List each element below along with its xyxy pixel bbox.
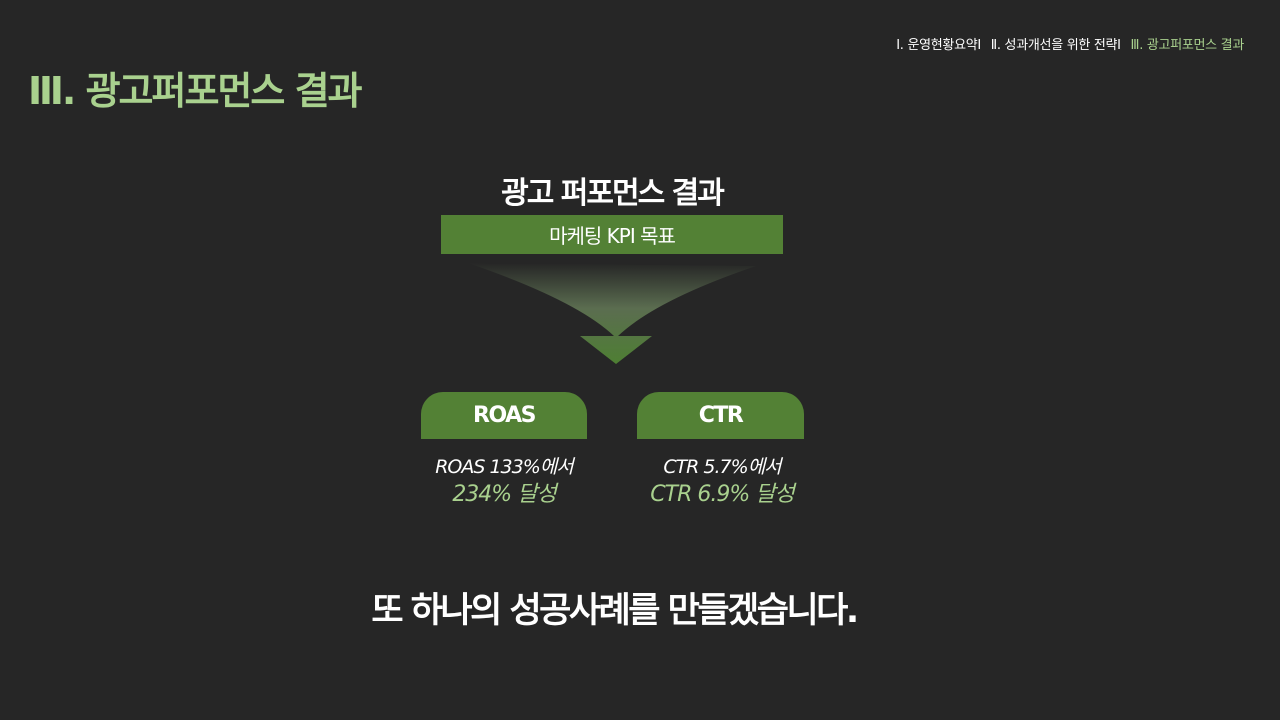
roas-label: ROAS — [473, 403, 536, 428]
ctr-label: CTR — [698, 403, 744, 428]
ctr-after: CTR 6.9% 달성 — [650, 482, 794, 507]
nav-item-overview[interactable]: Ⅰ. 운영현황요약Ⅰ — [896, 38, 981, 53]
diagram-title: 광고 퍼포먼스 결과 — [501, 176, 725, 211]
closing-statement: 또 하나의 성공사례를 만들겠습니다. — [371, 591, 859, 631]
nav-item-results[interactable]: Ⅲ. 광고퍼포먼스 결과 — [1130, 38, 1245, 53]
section-nav: Ⅰ. 운영현황요약Ⅰ Ⅱ. 성과개선을 위한 전략Ⅰ Ⅲ. 광고퍼포먼스 결과 — [890, 34, 1244, 53]
roas-after: 234% 달성 — [452, 482, 556, 507]
kpi-goal-bar: 마케팅 KPI 목표 — [441, 215, 783, 254]
kpi-goal-label: 마케팅 KPI 목표 — [549, 224, 676, 248]
ctr-result: CTR 5.7%에서 CTR 6.9% 달성 — [612, 454, 832, 508]
ctr-tab: CTR — [637, 392, 804, 439]
funnel-arrow-icon — [468, 263, 756, 364]
roas-tab: ROAS — [421, 392, 587, 439]
ctr-before: CTR 5.7%에서 — [663, 456, 781, 478]
roas-before: ROAS 133%에서 — [435, 456, 574, 478]
roas-result: ROAS 133%에서 234% 달성 — [394, 454, 614, 508]
section-title: Ⅲ. 광고퍼포먼스 결과 — [28, 69, 362, 113]
nav-item-strategy[interactable]: Ⅱ. 성과개선을 위한 전략Ⅰ — [990, 38, 1121, 53]
